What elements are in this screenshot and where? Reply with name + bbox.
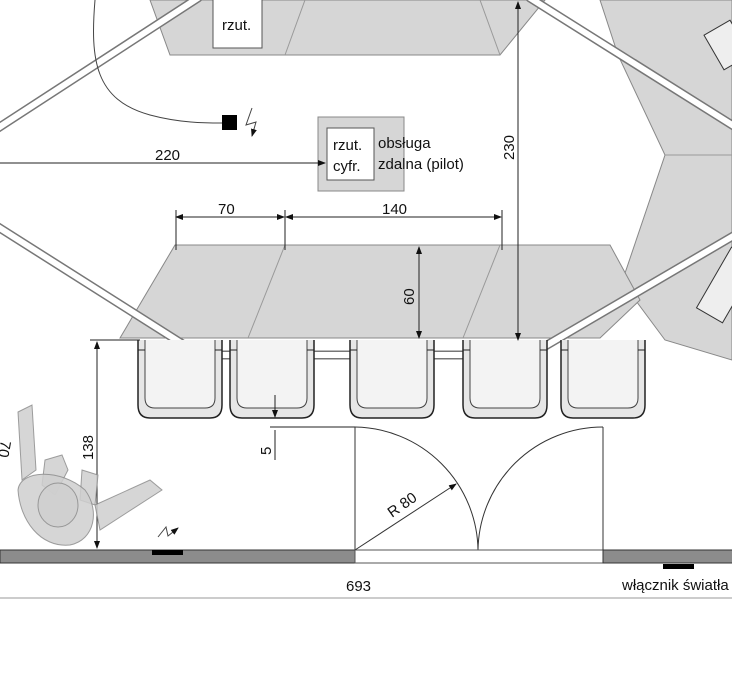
remote-label-2: zdalna (pilot) xyxy=(378,156,464,173)
dim-70-person: 70 xyxy=(0,439,14,458)
dim-220: 220 xyxy=(155,147,180,164)
dim-70: 70 xyxy=(218,201,235,218)
dim-60: 60 xyxy=(401,288,418,305)
signal-icon xyxy=(245,107,257,137)
door[interactable] xyxy=(354,426,604,551)
right-table xyxy=(599,0,732,361)
right-chairs xyxy=(695,19,732,324)
chair xyxy=(229,340,315,419)
digital-projector-box xyxy=(326,127,375,181)
chair xyxy=(462,340,548,419)
chairs xyxy=(137,340,646,419)
chair xyxy=(560,340,646,419)
cable xyxy=(93,0,223,124)
person-figure xyxy=(17,404,163,546)
projector-top-label: rzut. xyxy=(222,17,251,34)
dim-693: 693 xyxy=(346,578,371,595)
receiver-icon xyxy=(222,115,237,130)
remote-label-1: obsługa xyxy=(378,135,431,152)
chair xyxy=(137,340,223,419)
switch-right-icon[interactable] xyxy=(663,564,694,569)
door-opening xyxy=(354,549,604,564)
dim-138: 138 xyxy=(80,435,97,460)
dim-230: 230 xyxy=(501,135,518,160)
wall-right xyxy=(602,549,732,564)
door-radius-label: R 80 xyxy=(385,489,421,521)
dim-140: 140 xyxy=(382,201,407,218)
top-table xyxy=(149,0,546,56)
chair xyxy=(349,340,435,419)
switch-left-icon[interactable] xyxy=(152,550,183,555)
projector-top-box xyxy=(212,0,263,49)
signal-icon-bottom xyxy=(157,525,179,538)
dim-5: 5 xyxy=(258,447,275,455)
projector-digital-label-2: cyfr. xyxy=(333,158,361,175)
projector-digital-label-1: rzut. xyxy=(333,137,362,154)
bottom-table xyxy=(119,244,641,339)
light-switch-label: włącznik światła xyxy=(621,577,729,594)
